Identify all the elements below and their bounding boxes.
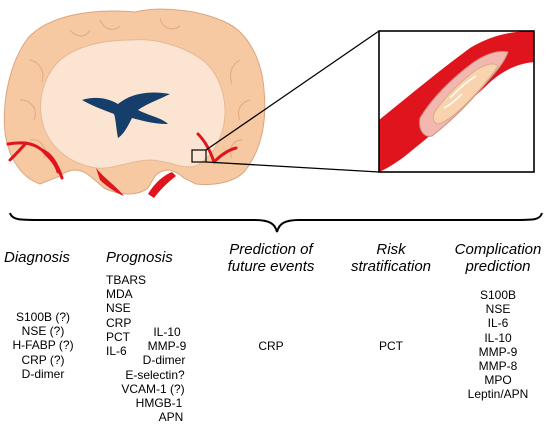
diagnosis-list: S100B (?) NSE (?) H-FABP (?) CRP (?) D-d… xyxy=(0,310,86,381)
artery-center xyxy=(96,168,176,198)
prognosis-item: D-dimer xyxy=(142,353,186,368)
risk-heading-line: stratification xyxy=(350,258,432,275)
zoom-box-large xyxy=(378,30,535,173)
prognosis-item: PCT xyxy=(106,329,130,344)
zoom-line-top xyxy=(205,30,380,151)
diagnosis-item: S100B (?) xyxy=(15,310,71,324)
diagnosis-item: NSE (?) xyxy=(21,324,65,339)
zoom-plaque-cap xyxy=(443,75,477,109)
complication-item: NSE xyxy=(485,302,511,317)
prognosis-item: IL-10 xyxy=(153,325,181,339)
prediction-heading-line: future events xyxy=(227,258,315,275)
brain-gyri xyxy=(19,17,251,159)
complication-item: MMP-9 xyxy=(478,344,518,359)
artery-plaque-zoom xyxy=(378,30,535,173)
prediction-item: CRP xyxy=(258,339,284,353)
diagnosis-item: CRP (?) xyxy=(21,352,65,367)
complication-item: Leptin/APN xyxy=(467,387,529,402)
complication-list: S100B NSE IL-6 IL-10 MMP-9 MMP-8 MPO Lep… xyxy=(446,288,550,402)
ventricle xyxy=(82,92,170,138)
prognosis-list-left: TBARS MDA NSE CRP PCT IL-6 xyxy=(106,273,146,358)
prediction-heading: Prediction of future events xyxy=(206,241,336,275)
prognosis-heading: Prognosis xyxy=(106,249,173,266)
prognosis-item: CRP xyxy=(106,315,132,330)
prognosis-item: MMP-9 xyxy=(147,339,187,354)
complication-item: MMP-8 xyxy=(478,359,518,374)
complication-heading-line: Complication xyxy=(454,241,542,258)
brain-illustration xyxy=(3,8,266,198)
risk-heading-line: Risk xyxy=(376,241,406,258)
diagnosis-item: H-FABP (?) xyxy=(12,338,74,353)
diagnosis-item: D-dimer xyxy=(21,366,65,381)
prognosis-item: MDA xyxy=(106,287,133,302)
prediction-heading-line: Prediction of xyxy=(229,241,313,258)
complication-item: MPO xyxy=(484,373,512,388)
prognosis-item: APN xyxy=(158,410,184,425)
artery-right xyxy=(196,132,238,164)
curly-brace xyxy=(9,212,543,233)
prognosis-item: HMGB-1 xyxy=(135,396,183,411)
prognosis-item: VCAM-1 (?) xyxy=(121,381,185,396)
prognosis-item: NSE xyxy=(106,301,131,316)
complication-item: S100B xyxy=(479,288,517,302)
complication-heading: Complication prediction xyxy=(446,241,550,275)
diagnosis-heading: Diagnosis xyxy=(4,249,70,266)
prognosis-list-right: IL-10 MMP-9 D-dimer E-selectin? VCAM-1 (… xyxy=(104,325,194,424)
prognosis-item: E-selectin? xyxy=(125,367,185,382)
zoom-plaque-core xyxy=(432,63,499,125)
complication-heading-line: prediction xyxy=(465,258,531,275)
risk-heading: Risk stratification xyxy=(336,241,446,275)
artery-left xyxy=(6,141,64,180)
zoom-line-bottom xyxy=(205,161,380,173)
complication-item: IL-6 xyxy=(487,316,509,331)
zoom-box-small xyxy=(191,149,207,163)
prognosis-item: TBARS xyxy=(106,273,147,287)
complication-item: IL-10 xyxy=(484,330,512,345)
risk-item: PCT xyxy=(379,339,403,353)
prognosis-item: IL-6 xyxy=(106,344,127,359)
